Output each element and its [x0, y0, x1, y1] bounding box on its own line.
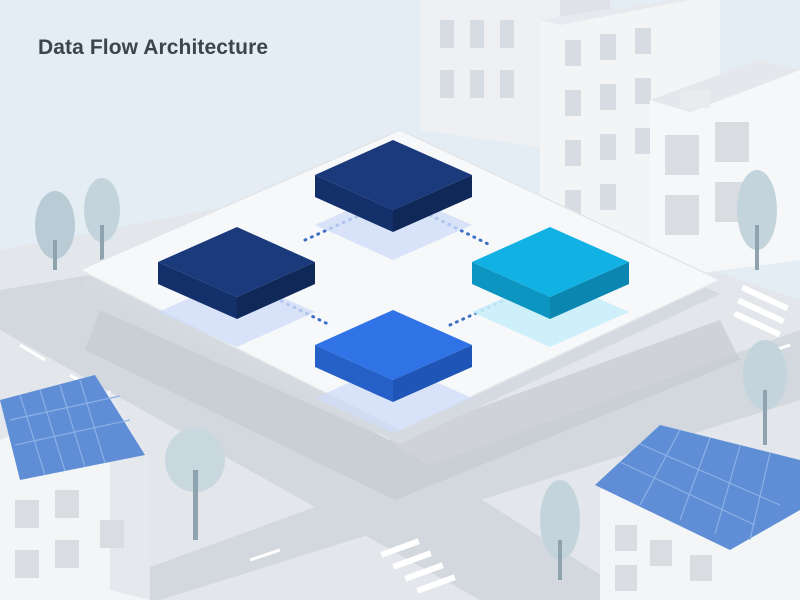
- platform-shadow: [85, 310, 740, 500]
- house-bottom-right: [595, 425, 800, 600]
- tree-right-2: [743, 340, 787, 445]
- node-bottom: [315, 310, 472, 433]
- page-title: Data Flow Architecture: [38, 36, 269, 59]
- tree-right-1: [737, 170, 777, 270]
- building-right-mid: [650, 60, 800, 280]
- node-top: [315, 140, 472, 260]
- tree-left-1: [35, 191, 75, 270]
- connector-left-bottom: [273, 296, 332, 327]
- tree-bottom-left: [165, 428, 225, 540]
- solar-panel-roof-right: [595, 425, 800, 550]
- crosswalk-right: [733, 284, 789, 338]
- tree-bottom-mid: [540, 480, 580, 580]
- platform: [78, 129, 722, 431]
- node-left: [158, 227, 315, 347]
- node-right: [472, 227, 629, 347]
- house-bottom-left: [0, 375, 150, 600]
- tree-left-2: [84, 178, 120, 260]
- crosswalk-bottom: [380, 538, 456, 594]
